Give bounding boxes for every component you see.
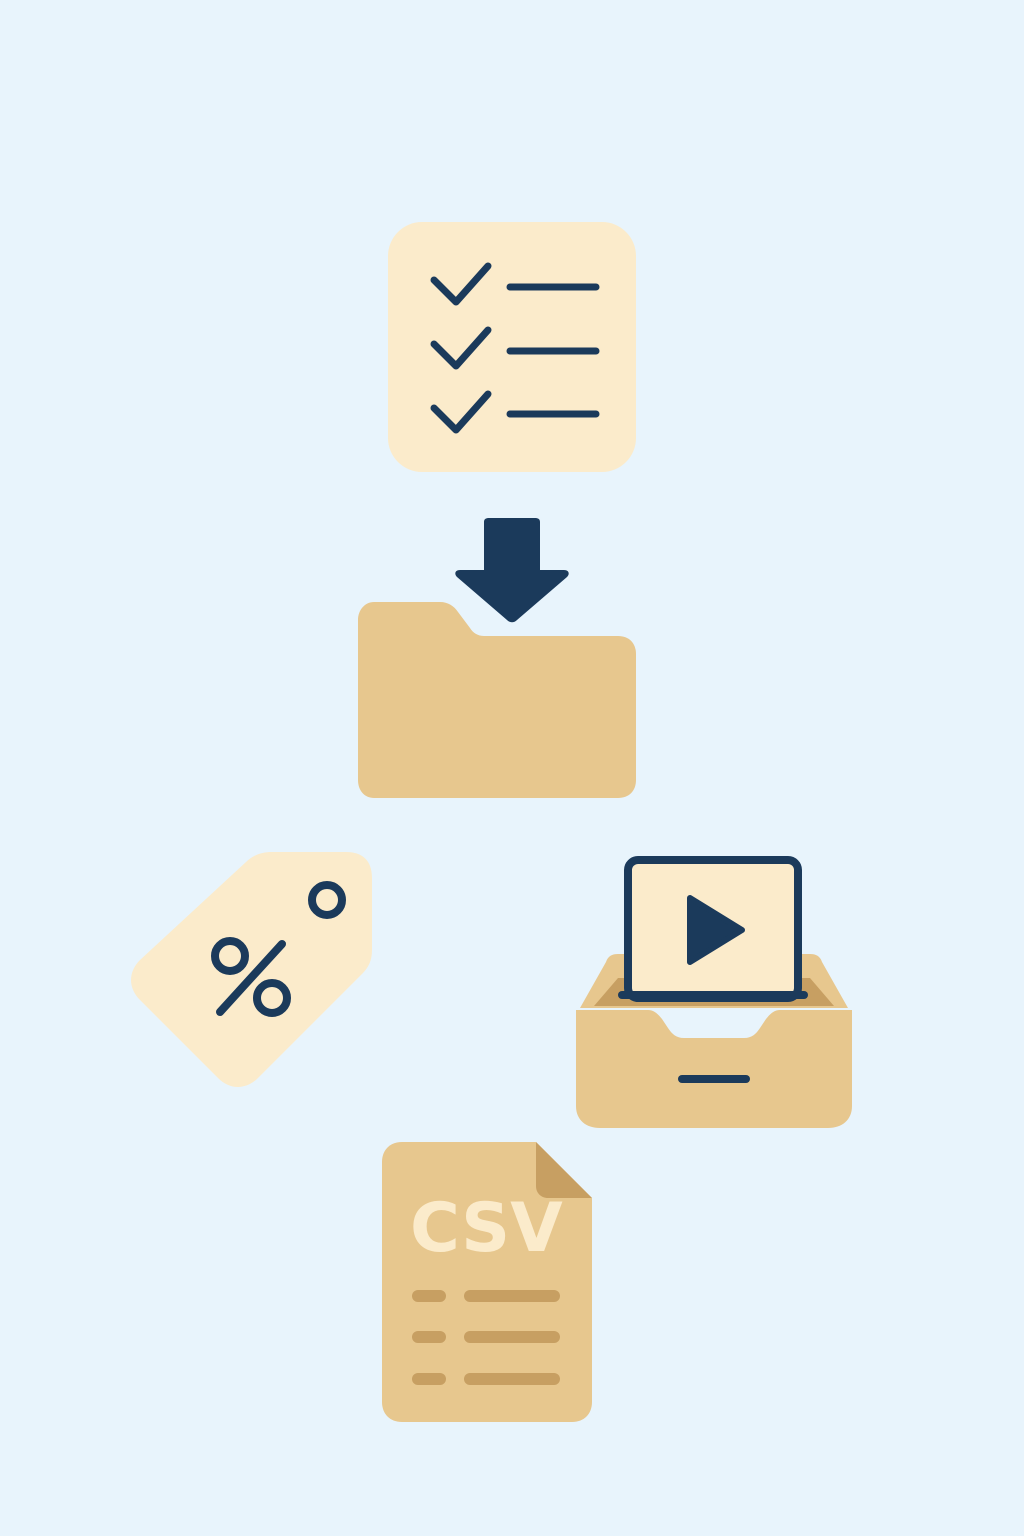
- discount-tag-icon: [131, 852, 372, 1087]
- checklist-icon: [388, 222, 636, 472]
- csv-file-icon: CSV: [382, 1142, 592, 1422]
- download-arrow-icon: [455, 518, 569, 623]
- media-tray-icon: [576, 856, 852, 1128]
- folder-icon: [358, 602, 636, 798]
- csv-label: CSV: [410, 1189, 563, 1268]
